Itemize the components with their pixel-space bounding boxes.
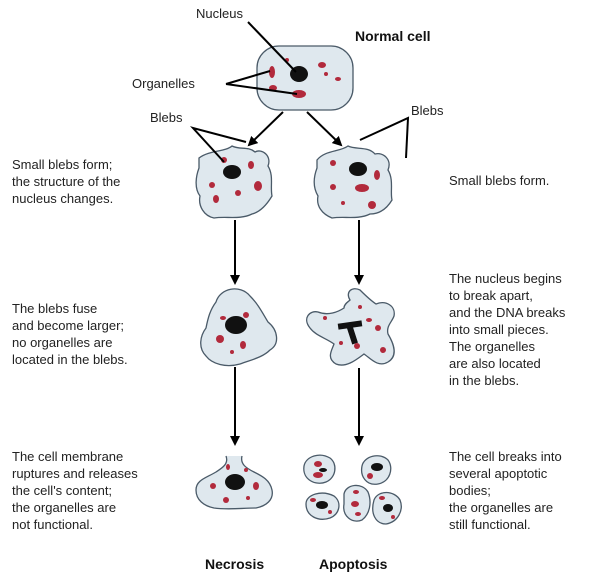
organelle bbox=[328, 510, 332, 514]
organelle bbox=[314, 461, 322, 467]
arrow-normal-to-necrosis bbox=[247, 111, 284, 147]
organelle bbox=[210, 483, 216, 489]
normal-cell bbox=[256, 45, 354, 111]
organelle bbox=[253, 482, 259, 490]
dna-fragment bbox=[383, 504, 393, 512]
dna-fragment bbox=[316, 501, 328, 509]
necrosis-step-3-caption: The cell membrane ruptures and releases … bbox=[12, 449, 138, 532]
organelle bbox=[244, 468, 248, 472]
organelle bbox=[209, 182, 215, 188]
organelle bbox=[213, 195, 219, 203]
organelle bbox=[367, 473, 373, 479]
dna-fragment bbox=[346, 323, 358, 345]
organelle bbox=[379, 496, 385, 500]
blebs-right-label: Blebs bbox=[411, 103, 444, 118]
organelle bbox=[351, 501, 359, 507]
organelle bbox=[375, 325, 381, 331]
organelle bbox=[318, 62, 326, 68]
blebs-left-pointer bbox=[189, 126, 247, 163]
normal-cell-title: Normal cell bbox=[355, 28, 431, 44]
organelle bbox=[366, 318, 372, 322]
blebs-right-pointer bbox=[359, 116, 410, 159]
organelle bbox=[339, 341, 343, 345]
organelle bbox=[269, 66, 275, 78]
apoptotic-body bbox=[305, 492, 340, 520]
organelles-label: Organelles bbox=[132, 76, 195, 91]
necrosis-cell-stage-2 bbox=[200, 288, 278, 367]
nucleus bbox=[223, 165, 241, 179]
apoptotic-body bbox=[343, 484, 371, 522]
necrosis-title: Necrosis bbox=[205, 556, 265, 572]
organelle bbox=[243, 312, 249, 318]
nucleus bbox=[349, 162, 367, 176]
apoptotic-bodies bbox=[303, 454, 402, 525]
organelle bbox=[230, 350, 234, 354]
organelle bbox=[353, 490, 359, 494]
blebs-left-label: Blebs bbox=[150, 110, 183, 125]
dna-fragment bbox=[319, 468, 327, 472]
apoptosis-cell-stage-2 bbox=[306, 288, 395, 366]
organelle bbox=[246, 496, 250, 500]
apoptosis-step-1-caption: Small blebs form. bbox=[449, 173, 550, 188]
organelle bbox=[368, 201, 376, 209]
organelles-pointer bbox=[225, 70, 271, 85]
organelle bbox=[248, 161, 254, 169]
organelle bbox=[330, 160, 336, 166]
organelle bbox=[226, 464, 230, 470]
organelle bbox=[391, 515, 395, 519]
nucleus-pointer bbox=[247, 21, 297, 73]
organelle bbox=[220, 316, 226, 320]
organelle bbox=[355, 184, 369, 192]
apoptosis-step-3-caption: The cell breaks into several apoptotic b… bbox=[449, 449, 562, 532]
apoptosis-title: Apoptosis bbox=[319, 556, 388, 572]
organelle bbox=[323, 316, 327, 320]
organelle bbox=[380, 347, 386, 353]
cell-membrane-blebbing bbox=[313, 145, 393, 219]
organelles-pointer bbox=[225, 83, 298, 95]
organelle bbox=[254, 181, 262, 191]
organelle bbox=[341, 201, 345, 205]
dna-fragment bbox=[371, 463, 383, 471]
organelle bbox=[240, 341, 246, 349]
necrosis-step-2-caption: The blebs fuse and become larger; no org… bbox=[12, 301, 128, 367]
organelle bbox=[355, 512, 361, 516]
organelle bbox=[223, 497, 229, 503]
label-pointers bbox=[189, 21, 410, 163]
organelle bbox=[292, 90, 306, 98]
organelle bbox=[216, 335, 224, 343]
flow-arrows bbox=[230, 111, 364, 446]
arrow-normal-to-apoptosis bbox=[306, 111, 343, 147]
apoptosis-cell-stage-1 bbox=[313, 145, 393, 219]
organelle bbox=[310, 498, 316, 502]
nucleus-label: Nucleus bbox=[196, 6, 243, 21]
nucleus bbox=[225, 474, 245, 490]
organelle bbox=[354, 343, 360, 349]
apoptosis-step-2-caption: The nucleus begins to break apart, and t… bbox=[449, 271, 566, 388]
organelle bbox=[335, 77, 341, 81]
necrosis-step-1-caption: Small blebs form; the structure of the n… bbox=[12, 157, 121, 206]
organelle bbox=[324, 72, 328, 76]
organelle bbox=[358, 305, 362, 309]
apoptotic-body bbox=[303, 454, 336, 484]
organelle bbox=[374, 170, 380, 180]
apoptotic-body bbox=[372, 491, 402, 525]
necrosis-cell-stage-3 bbox=[195, 455, 273, 510]
organelle bbox=[330, 184, 336, 190]
apoptotic-body bbox=[360, 455, 392, 485]
organelle bbox=[235, 190, 241, 196]
nucleus bbox=[225, 316, 247, 334]
cell-membrane-blebbing bbox=[195, 145, 273, 219]
organelle bbox=[313, 472, 323, 478]
necrosis-cell-stage-1 bbox=[195, 145, 273, 219]
